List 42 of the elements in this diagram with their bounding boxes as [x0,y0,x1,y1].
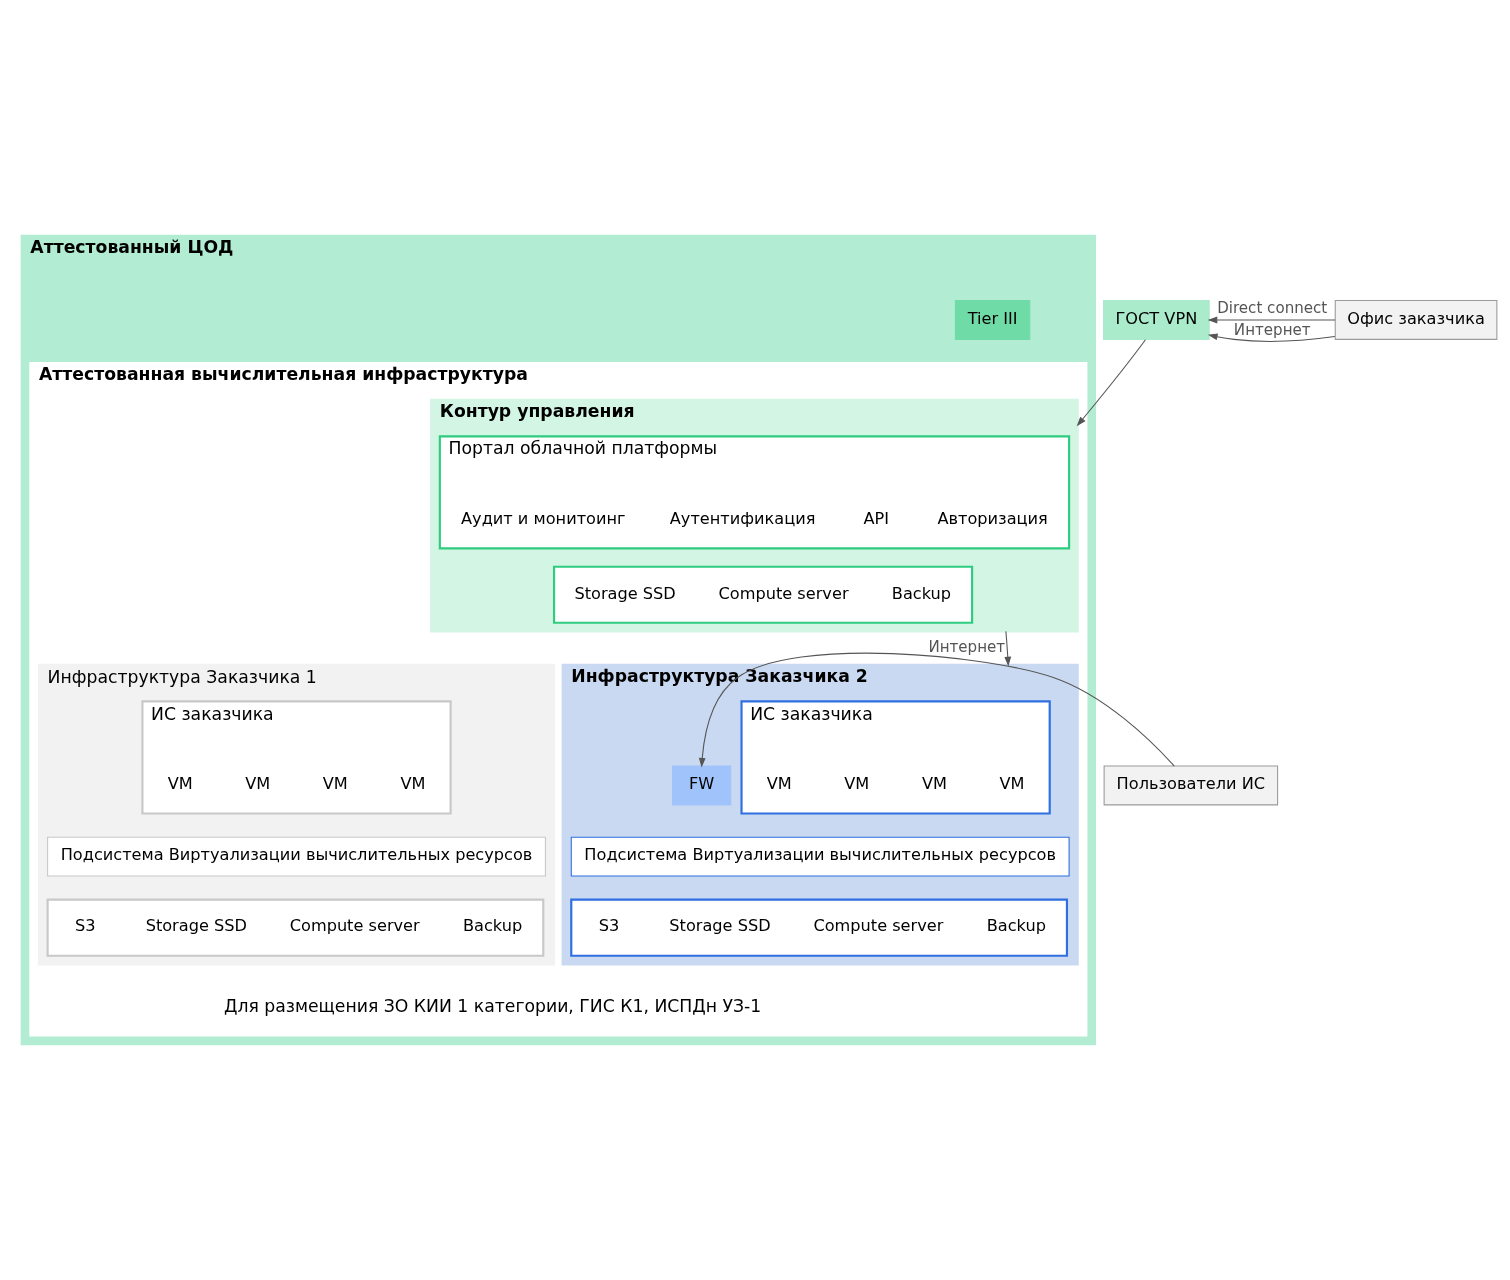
node-text: S3 [75,916,96,936]
node-box: Tier III [954,300,1031,340]
cluster [570,898,1068,957]
node-text: VM [167,774,193,794]
node-text: Storage SSD [669,916,771,936]
edge-label: Direct connect [1217,298,1328,317]
node-box: ГОСТ VPN [1103,300,1210,340]
arrow [698,652,1175,768]
node-text: VM [766,774,792,794]
node-text: Backup [891,583,952,603]
arrow [1076,339,1146,427]
node-text: Compute server [813,916,944,936]
cluster [46,898,545,957]
node-text: Аутентификация [669,509,816,529]
node-text: VM [245,774,271,794]
node-text: Backup [986,916,1046,936]
node-text: VM [921,774,947,794]
node-box: FW [672,765,732,806]
node-text: VM [322,774,348,794]
node-text: Аудит и монитоинг [461,509,626,529]
node-box: Пользователи ИС [1103,765,1279,806]
node-text: S3 [598,916,620,936]
arrow [1004,630,1012,667]
node-text: Storage SSD [574,583,676,603]
node-text: Авторизация [937,509,1048,529]
node-text: VM [400,774,426,794]
node-text: Compute server [718,583,849,603]
node-text: VM [844,774,870,794]
node-text: Backup [463,916,523,936]
edge-label: Интернет [928,638,1006,657]
cluster [552,565,974,624]
edge-label: Интернет [1233,321,1311,340]
node-text: API [863,509,889,529]
node-box: Подсистема Виртуализации вычислительных ресурсов [47,836,546,877]
node-text: Compute server [289,916,420,936]
node-box: Подсистема Виртуализации вычислительных ресурсов [570,836,1070,877]
node-text: Storage SSD [145,916,247,936]
arrow [1207,333,1336,342]
node-text: VM [999,774,1025,794]
node-box: Офис заказчика [1334,300,1498,340]
arrow [1207,316,1336,324]
label: Для размещения ЗО КИИ 1 категории, ГИС К1, ИСПДн УЗ-1 [224,995,762,1016]
